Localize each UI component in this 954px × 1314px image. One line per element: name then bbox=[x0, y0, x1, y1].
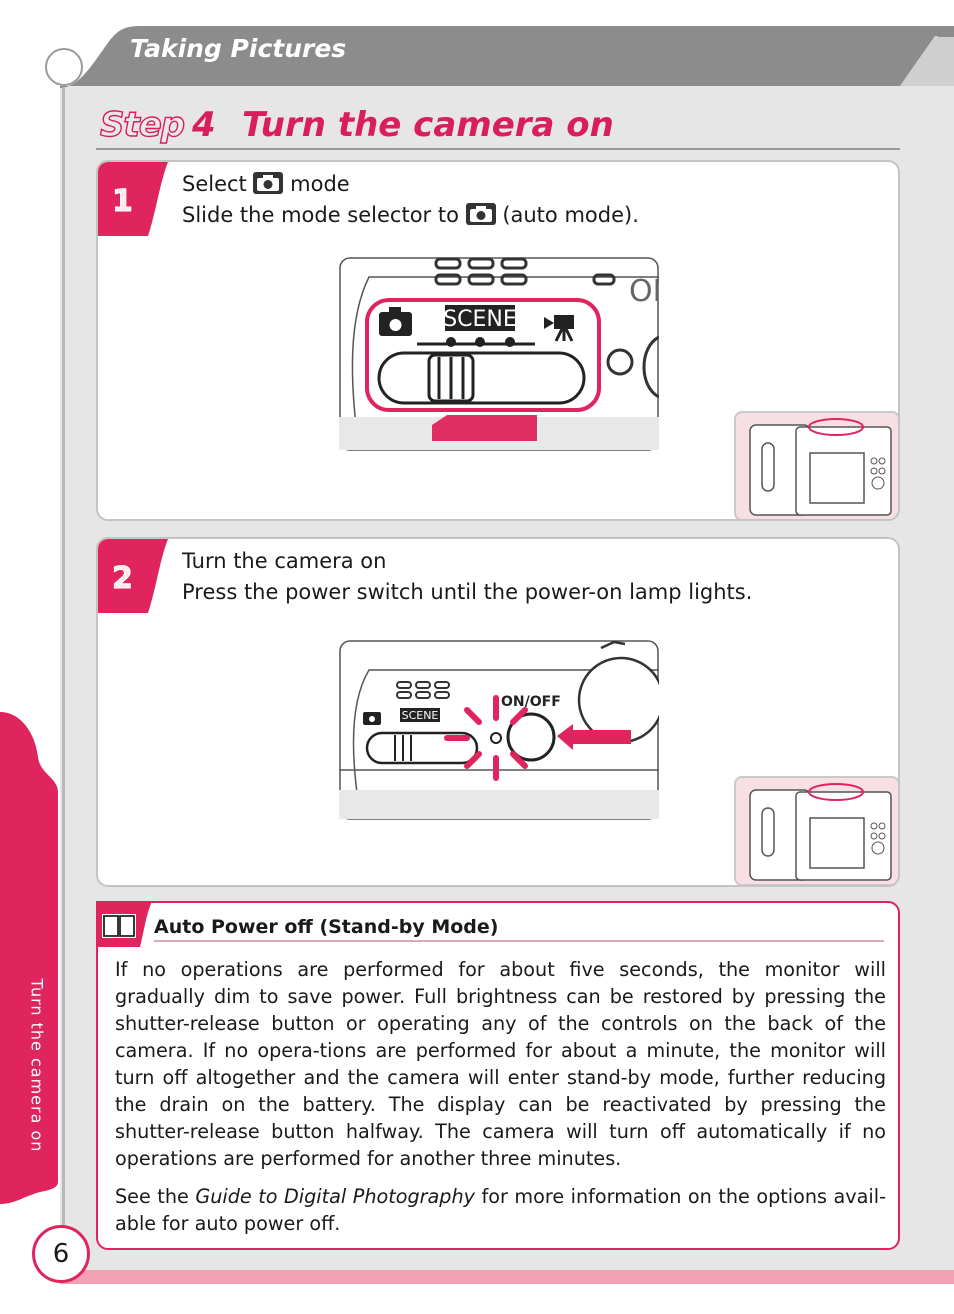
scene-label-small: SCENE bbox=[402, 709, 439, 722]
step-1-badge bbox=[98, 162, 168, 236]
header-circle bbox=[45, 48, 83, 86]
step-2-badge bbox=[98, 539, 168, 613]
step-number: 4 bbox=[192, 105, 216, 145]
guide-reference: Guide to Digital Photography bbox=[195, 1185, 475, 1208]
section-title: Taking Pictures bbox=[130, 34, 347, 63]
page-number: 6 bbox=[32, 1225, 90, 1283]
step-1-card: 1 Select mode Slide the mode selector to… bbox=[96, 160, 900, 521]
step-word: Step bbox=[99, 104, 186, 145]
step-1-heading-before: Select bbox=[182, 172, 247, 196]
bottom-bar bbox=[60, 1270, 954, 1284]
section-header-tab bbox=[60, 26, 954, 88]
note-title-rule bbox=[154, 940, 884, 942]
step-2-body: Press the power switch until the power-o… bbox=[182, 580, 753, 604]
mode-selector-illustration: ON SCENE bbox=[339, 257, 659, 451]
side-tab-text: Turn the camera on bbox=[27, 978, 47, 1153]
note-title: Auto Power off (Stand-by Mode) bbox=[154, 916, 499, 938]
on-label: ON bbox=[629, 274, 659, 309]
step-1-heading: Select mode bbox=[182, 172, 350, 196]
camera-back-image bbox=[749, 783, 892, 881]
note-p2-before: See the bbox=[115, 1185, 189, 1208]
camera-back-thumbnail bbox=[734, 776, 898, 885]
step-1-body: Slide the mode selector to (auto mode). bbox=[182, 203, 639, 227]
power-switch-illustration: SCENE ON/OFF bbox=[339, 640, 659, 820]
side-tab bbox=[0, 712, 58, 1204]
note-paragraph-2: See the Guide to Digital Photography for… bbox=[115, 1183, 886, 1237]
book-icon bbox=[102, 914, 136, 938]
step-1-body-after: (auto mode). bbox=[502, 203, 639, 227]
note-paragraph-1: If no operations are performed for about… bbox=[115, 958, 886, 1170]
step-1-number: 1 bbox=[112, 184, 134, 220]
onoff-label: ON/OFF bbox=[501, 694, 561, 710]
note-p2-after: for more information on the options avai… bbox=[115, 1185, 886, 1235]
camera-back-image bbox=[749, 418, 892, 516]
camera-back-thumbnail bbox=[734, 411, 898, 519]
note-corner bbox=[96, 901, 152, 947]
title-divider bbox=[96, 148, 900, 150]
page-title: Turn the camera on bbox=[242, 105, 614, 145]
step-2-number: 2 bbox=[112, 561, 134, 597]
step-2-heading: Turn the camera on bbox=[182, 549, 387, 573]
side-tab-label: Turn the camera on bbox=[22, 966, 52, 1176]
camera-icon bbox=[465, 203, 496, 225]
left-rule bbox=[62, 88, 65, 1268]
step-1-heading-after: mode bbox=[290, 172, 350, 196]
note-box: Auto Power off (Stand-by Mode) If no ope… bbox=[96, 901, 900, 1250]
camera-icon bbox=[253, 172, 284, 194]
step-1-body-before: Slide the mode selector to bbox=[182, 203, 459, 227]
scene-label: SCENE bbox=[443, 307, 517, 332]
step-2-card: 2 Turn the camera on Press the power swi… bbox=[96, 537, 900, 887]
